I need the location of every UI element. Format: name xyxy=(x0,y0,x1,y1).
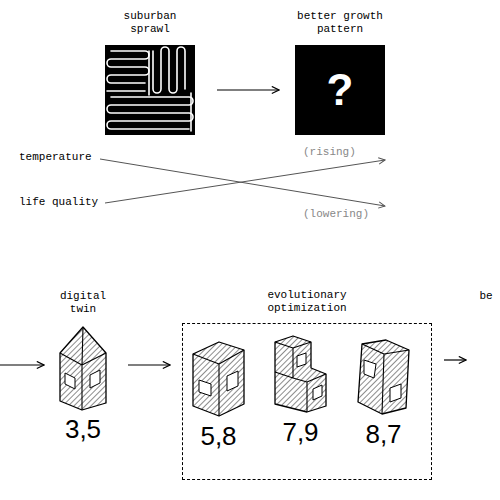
score-number: 7,9 xyxy=(282,418,318,447)
street-line xyxy=(107,51,149,83)
street-line xyxy=(153,47,185,93)
window xyxy=(364,360,376,378)
question-mark: ? xyxy=(327,68,354,112)
sprawl-map: suburban sprawl xyxy=(105,45,195,135)
building-edge xyxy=(193,350,244,416)
score-number: 8,7 xyxy=(365,420,401,449)
score-number: 3,5 xyxy=(65,415,101,444)
building-variant: 8,7 xyxy=(356,338,411,416)
flow-arrow xyxy=(217,89,279,90)
map-ground xyxy=(105,45,195,135)
node-heading: evolutionary optimization xyxy=(257,289,357,317)
window xyxy=(390,384,401,402)
score-number: 5,8 xyxy=(200,422,236,451)
flow-arrow xyxy=(444,359,466,360)
node-heading: suburban sprawl xyxy=(110,10,190,38)
window xyxy=(90,370,100,388)
building-edge xyxy=(362,344,409,414)
building-icon xyxy=(191,340,246,418)
node-heading: be xyxy=(474,290,498,304)
street-line xyxy=(107,97,193,129)
square-map xyxy=(105,45,195,135)
window xyxy=(297,353,306,367)
window xyxy=(199,380,211,396)
next-step: be xyxy=(474,312,498,408)
incoming-arrow xyxy=(0,364,44,365)
node-heading: digital twin xyxy=(48,290,118,318)
trend-note: (rising) xyxy=(302,146,357,159)
digital-twin-model: digital twin3,5 xyxy=(58,325,108,411)
building-icon xyxy=(58,325,108,411)
building-icon xyxy=(273,334,328,414)
map-ground xyxy=(295,45,385,135)
window xyxy=(65,373,75,389)
axis-label: life quality xyxy=(18,196,99,209)
window xyxy=(313,385,322,400)
window xyxy=(227,371,238,391)
building-edge xyxy=(275,342,326,412)
trend-note: (lowering) xyxy=(302,208,370,221)
unknown-pattern: better growth pattern? xyxy=(295,45,385,135)
building-outline xyxy=(193,342,244,416)
trend-line xyxy=(105,160,385,203)
trend-line xyxy=(100,159,385,206)
building-variant: 5,8 xyxy=(191,340,246,418)
node-heading: better growth pattern xyxy=(290,10,390,38)
building-outline xyxy=(60,327,106,410)
building-edge xyxy=(60,327,106,410)
building-variant: 7,9 xyxy=(273,334,328,414)
street-line xyxy=(107,51,191,131)
building-outline xyxy=(275,336,326,412)
axis-label: temperature xyxy=(18,151,93,164)
flow-arrow xyxy=(128,364,170,365)
building-icon xyxy=(356,338,411,416)
building-outline xyxy=(358,340,409,414)
optimization-group: evolutionary optimization5,87,98,7 xyxy=(182,323,432,480)
